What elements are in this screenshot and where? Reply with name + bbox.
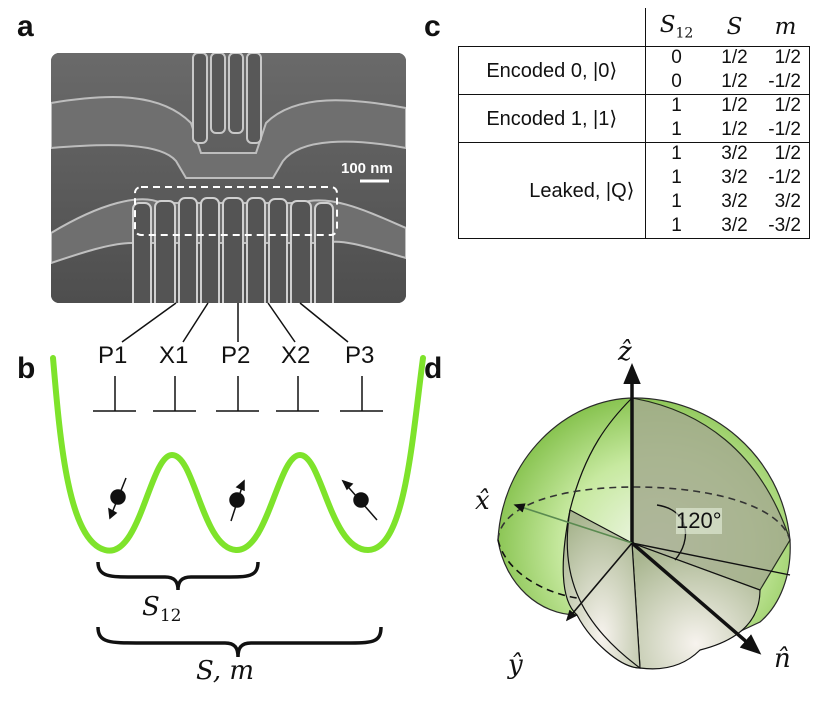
axis-label-y: ŷ: [508, 650, 523, 680]
header-m: m: [774, 13, 797, 40]
cell-s12: 1: [644, 166, 708, 190]
cell-s12: 1: [644, 93, 708, 118]
equator-front: [497, 539, 578, 599]
axis-label-n: n̂: [774, 644, 791, 674]
panel-label-a: a: [17, 10, 34, 43]
triple-well-potential: [50, 355, 426, 554]
cell-m: -1/2: [761, 166, 810, 190]
cell-s: 1/2: [721, 118, 748, 140]
table-row: 1 3/2 -1/2: [459, 166, 810, 190]
gate-label-x1: X1: [159, 342, 189, 369]
cell-s: 1/2: [707, 45, 762, 70]
cell-s: 3/2: [721, 191, 748, 212]
cell-s: 1/2: [707, 93, 762, 118]
cell-m: 1/2: [761, 141, 810, 166]
header-s12: S12: [644, 8, 708, 46]
cell-s12: 1: [644, 214, 708, 239]
cell-s: 1/2: [721, 70, 748, 92]
brace-s12: [96, 561, 260, 591]
x-axis: [513, 503, 633, 544]
table-row: 0 1/2 -1/2: [459, 70, 810, 94]
cell-m: -1/2: [761, 70, 810, 94]
table-row: 1 3/2 3/2: [459, 190, 810, 214]
wedge-face-lower: [631, 542, 761, 670]
cell-m: 1/2: [761, 45, 810, 70]
brace-label-s12: S12: [142, 592, 182, 627]
table-row: 1 1/2 -1/2: [459, 118, 810, 142]
cell-s12: 1: [644, 190, 708, 214]
cell-s12: 1: [644, 141, 708, 166]
sem-micrograph: 100 nm: [51, 53, 406, 303]
angle-label: 120°: [676, 508, 722, 534]
electron-spin-3: [341, 479, 378, 521]
panel-label-b: b: [17, 352, 36, 385]
y-axis: [565, 542, 633, 622]
cell-s12: 1: [644, 118, 708, 142]
cell-m: -3/2: [761, 214, 810, 239]
brace-sm: [96, 626, 383, 658]
wedge-face-left: [562, 509, 641, 669]
equator-back: [497, 486, 791, 541]
electron-spin-1: [108, 477, 127, 520]
cell-s12: 0: [644, 45, 708, 70]
gate-label-x2: X2: [281, 342, 311, 369]
state-group-label: Encoded 0, |0⟩: [458, 45, 645, 94]
n-axis: [630, 541, 762, 655]
gate-symbols: [93, 376, 383, 412]
cell-s12: 0: [644, 70, 708, 94]
gate-label-p3: P3: [345, 342, 375, 369]
panel-label-d: d: [424, 352, 443, 385]
cell-s: 3/2: [707, 214, 762, 239]
brace-label-sm: S, m: [196, 656, 255, 686]
panel-label-c: c: [424, 10, 441, 43]
cell-m: 1/2: [761, 93, 810, 118]
gate-label-p1: P1: [98, 342, 128, 369]
axis-label-z: ẑ: [618, 337, 632, 367]
cell-m: -1/2: [761, 118, 810, 142]
scale-bar-label: 100 nm: [341, 160, 393, 177]
header-s: S: [726, 13, 743, 40]
cell-s: 3/2: [721, 167, 748, 188]
state-group-label: Leaked, |Q⟩: [458, 141, 645, 239]
cell-m: 3/2: [761, 190, 810, 214]
cell-s: 3/2: [707, 141, 762, 166]
electron-spin-2: [229, 479, 245, 522]
gate-label-p2: P2: [221, 342, 251, 369]
state-group-label: Encoded 1, |1⟩: [458, 93, 645, 142]
axis-label-x: x̂: [475, 486, 490, 516]
